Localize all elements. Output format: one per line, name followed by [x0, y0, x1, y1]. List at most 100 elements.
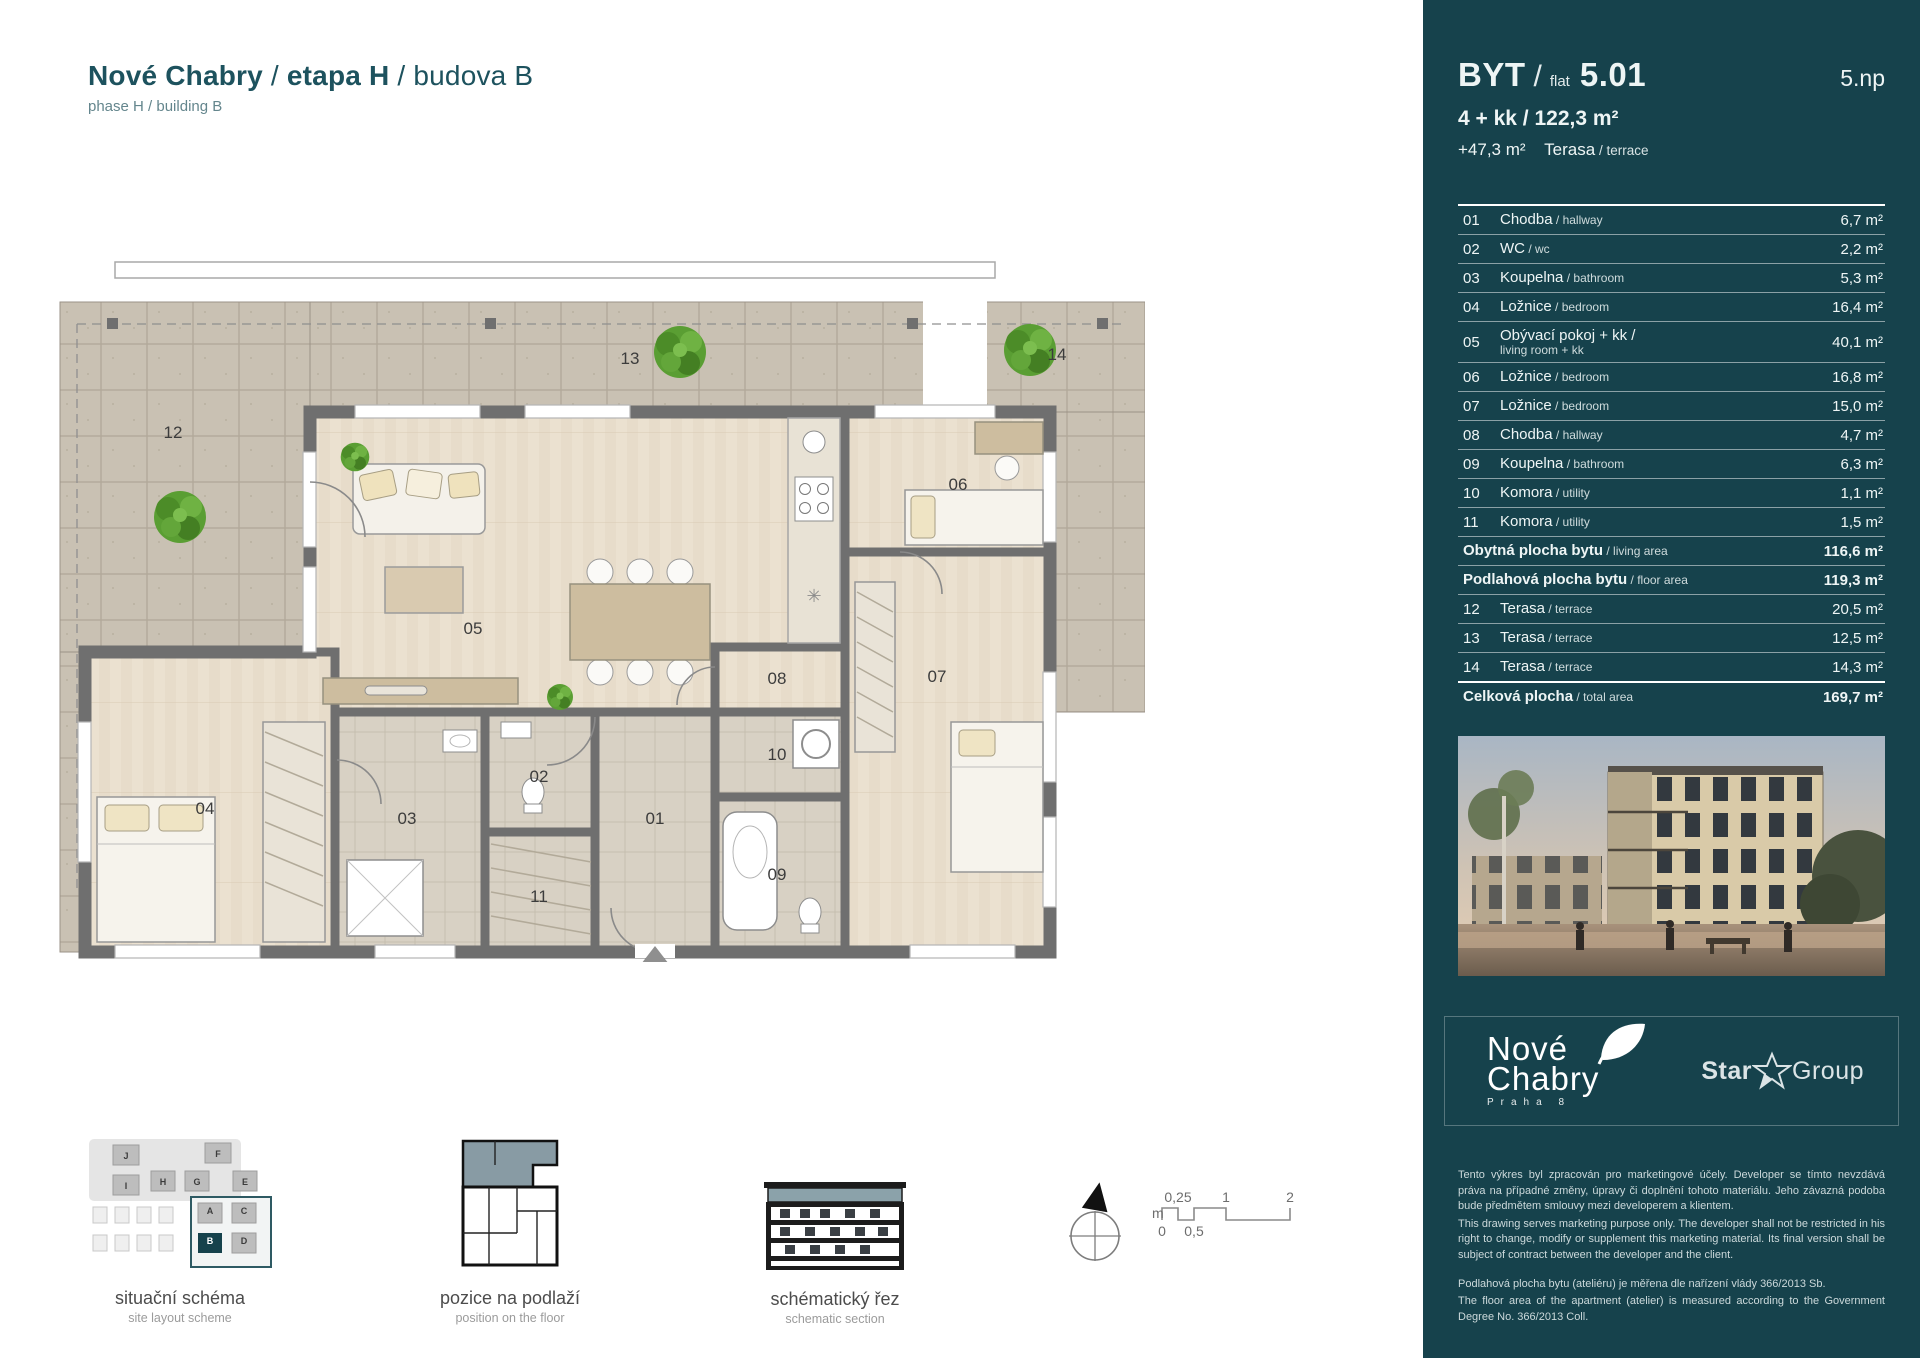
svg-text:0,25: 0,25 — [1164, 1190, 1191, 1205]
room-number: 04 — [1463, 298, 1480, 316]
project-name: Nové Chabry — [88, 60, 263, 91]
room-area: 119,3 m² — [1823, 571, 1883, 589]
room-label-08: 08 — [768, 669, 787, 688]
building-name: budova B — [413, 60, 534, 91]
room-number: 14 — [1463, 658, 1480, 676]
room-label-13: 13 — [621, 349, 640, 368]
basin-03 — [442, 729, 478, 753]
room-name: Terasa / terrace — [1500, 658, 1593, 676]
sideboard — [322, 677, 519, 705]
room-number: 13 — [1463, 629, 1480, 647]
terrace-13-area — [309, 301, 926, 413]
room-area: 20,5 m² — [1832, 600, 1883, 618]
room-area: 12,5 m² — [1832, 629, 1883, 647]
bed-07 — [950, 721, 1044, 873]
site-scheme-caption: situační schéma — [114, 1288, 246, 1308]
entrance-arrow — [635, 944, 675, 968]
tree-icon — [154, 491, 206, 543]
document-header: Nové Chabry / etapa H / budova B phase H… — [88, 60, 533, 115]
star-icon — [1752, 1051, 1793, 1090]
section-caption: schématický řez — [770, 1289, 900, 1309]
terrace-12-area — [59, 301, 311, 953]
room-area: 16,4 m² — [1832, 298, 1883, 316]
terrace-area: +47,3 m² — [1458, 140, 1526, 159]
room-label-11: 11 — [530, 887, 548, 906]
room-area: 5,3 m² — [1840, 269, 1883, 287]
room-area: 14,3 m² — [1832, 658, 1883, 676]
site-building-C: C — [241, 1206, 248, 1216]
flat-label-en: flat — [1549, 73, 1570, 90]
room-label-01: 01 — [646, 809, 665, 828]
room-table-row: 14 Terasa / terrace 14,3 m² — [1458, 652, 1885, 681]
desk-06 — [974, 421, 1044, 481]
bed-06 — [904, 489, 1044, 546]
floor-plan-drawing: ✳ — [55, 252, 1146, 968]
site-building-J: J — [123, 1151, 128, 1161]
room-table-row: 04 Ložnice / bedroom 16,4 m² — [1458, 292, 1885, 321]
windows — [77, 404, 1057, 959]
sofa — [352, 463, 486, 535]
dining-table — [569, 558, 711, 686]
room-name: Terasa / terrace — [1500, 600, 1593, 618]
room-number: 09 — [1463, 455, 1480, 473]
svg-text:0: 0 — [1158, 1223, 1166, 1239]
room-area: 1,5 m² — [1840, 513, 1883, 531]
coffee-table — [384, 566, 464, 614]
floor-plan-svg: ✳ — [59, 261, 1146, 968]
plant-icon — [547, 684, 573, 710]
room-label-14: 14 — [1048, 345, 1067, 364]
flat-label: BYT — [1458, 56, 1526, 93]
room-area: 1,1 m² — [1840, 484, 1883, 502]
disclaimer-en: This drawing serves marketing purpose on… — [1458, 1217, 1885, 1262]
room-number: 12 — [1463, 600, 1480, 618]
room-number: 08 — [1463, 426, 1480, 444]
svg-text:0,5: 0,5 — [1184, 1223, 1204, 1239]
room-name: Obytná plocha bytu / living area — [1463, 542, 1668, 560]
room-area: 116,6 m² — [1823, 542, 1883, 560]
floor-position-diagram — [461, 1139, 559, 1267]
toilet-02 — [500, 721, 545, 814]
room-label-12: 12 — [164, 423, 183, 442]
room-area: 169,7 m² — [1822, 688, 1883, 706]
site-building-E: E — [242, 1177, 248, 1187]
room-number: 02 — [1463, 240, 1480, 258]
room-name: Komora / utility — [1500, 513, 1590, 531]
room-area: 2,2 m² — [1840, 240, 1883, 258]
room-number: 01 — [1463, 211, 1480, 229]
railing — [114, 261, 996, 279]
room-name: Chodba / hallway — [1500, 426, 1603, 444]
room-number: 06 — [1463, 368, 1480, 386]
room-area: 16,8 m² — [1832, 368, 1883, 386]
terrace-gap — [923, 300, 987, 414]
legend-floor-position: pozice na podlaží position on the floor — [420, 1133, 600, 1325]
svg-text:2: 2 — [1286, 1190, 1294, 1205]
flat-number: 5.01 — [1579, 56, 1647, 93]
flat-layout: 4 + kk / 122,3 m² — [1458, 107, 1619, 130]
disclaimer-cz2: Podlahová plocha bytu (ateliéru) je měře… — [1458, 1277, 1826, 1290]
terrace-posts — [107, 318, 1108, 329]
svg-text:✳: ✳ — [806, 586, 821, 606]
toilet-09 — [798, 897, 822, 934]
room-label-10: 10 — [768, 745, 787, 764]
legend-section: schématický řez schematic section — [735, 1178, 935, 1326]
wardrobe-04 — [262, 721, 326, 943]
north-arrow — [1068, 1178, 1122, 1275]
room-number: 10 — [1463, 484, 1480, 502]
room-area: 15,0 m² — [1832, 397, 1883, 415]
room-label-05: 05 — [464, 619, 483, 638]
kitchen: ✳ — [787, 417, 841, 644]
room-area: 6,7 m² — [1840, 211, 1883, 229]
plant-icon — [340, 442, 370, 472]
room-name: Ložnice / bedroom — [1500, 298, 1610, 316]
flat-header: BYT / flat 5.01 5.np — [1458, 56, 1885, 93]
scale-bar: m 0,25 1 2 0 0,5 — [1150, 1189, 1310, 1249]
